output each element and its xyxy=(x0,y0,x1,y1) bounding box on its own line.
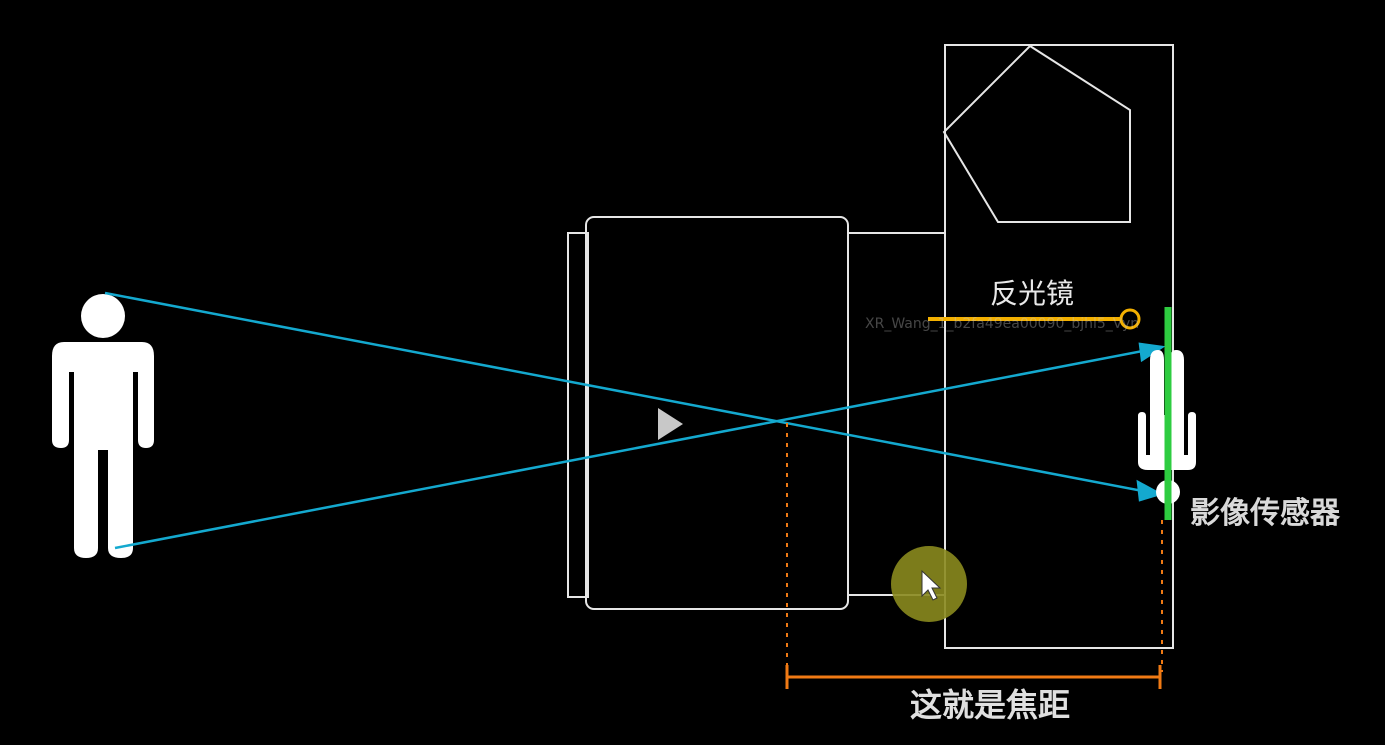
mirror-indicator xyxy=(928,308,1141,330)
lens-body xyxy=(567,216,945,610)
cursor-icon xyxy=(921,569,942,601)
sensor-label: 影像传感器 xyxy=(1190,496,1340,531)
pentagon-shape xyxy=(942,44,1131,223)
focal-length-label: 这就是焦距 xyxy=(910,686,1071,724)
camera-body xyxy=(942,44,1174,649)
mirror-label: 反光镜 xyxy=(990,277,1075,310)
watermark-text: XR_Wang_1_b2fa49ea00090_bjhl5_Vyn xyxy=(865,316,1140,332)
play-icon[interactable] xyxy=(658,408,683,440)
focal-length-bracket xyxy=(785,665,1162,689)
person-icon xyxy=(52,294,154,558)
light-rays xyxy=(104,291,1166,550)
focal-guides xyxy=(786,423,1163,672)
